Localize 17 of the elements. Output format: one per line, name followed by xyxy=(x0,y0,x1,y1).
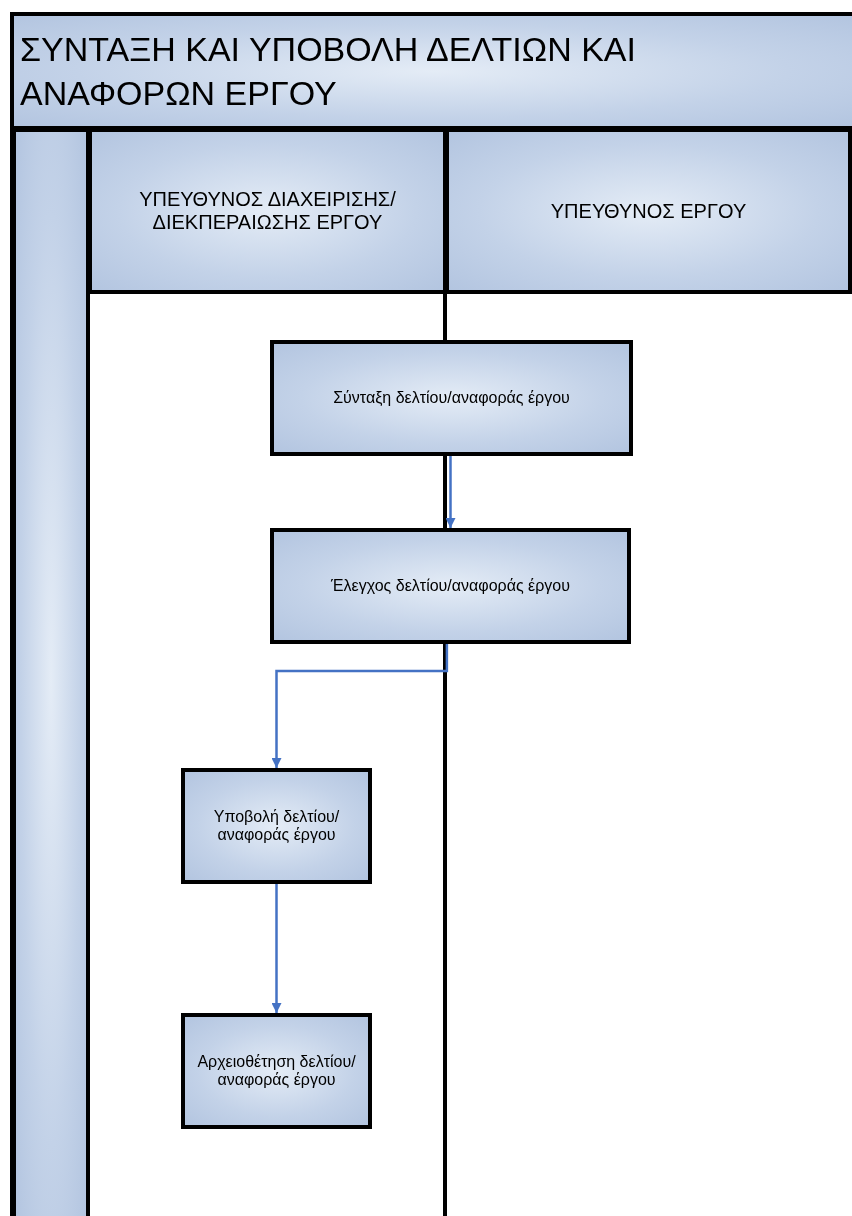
step-label: Έλεγχος δελτίου/αναφοράς έργου xyxy=(330,577,571,595)
lane-header xyxy=(445,128,852,294)
lane-title: ΥΠΕΥΘΥΝΟΣ ΔΙΑΧΕΙΡΙΣΗΣ/ ΔΙΕΚΠΕΡΑΙΩΣΗΣ ΕΡΓΟΥ xyxy=(138,188,397,234)
process-box xyxy=(181,768,372,884)
arrow xyxy=(271,884,282,1013)
arrow xyxy=(271,644,449,768)
process-box xyxy=(270,340,633,456)
process-box xyxy=(181,1013,372,1129)
step-label: Αρχειοθέτηση δελτίου/αναφοράς έργου xyxy=(196,1053,357,1089)
process-box xyxy=(270,528,631,644)
lane-label-bar xyxy=(12,128,90,1216)
lane-title: ΥΠΕΥΘΥΝΟΣ ΕΡΓΟΥ xyxy=(549,199,748,223)
arrow xyxy=(445,456,456,528)
step-label: Υποβολή δελτίου/ αναφοράς έργου xyxy=(212,808,341,844)
diagram-title: ΣΥΝΤΑΞΗ ΚΑΙ ΥΠΟΒΟΛΗ ΔΕΛΤΙΩΝ ΚΑΙ ΑΝΑΦΟΡΩΝ ΕΡΓΟΥ xyxy=(19,28,637,114)
step-label: Σύνταξη δελτίου/αναφοράς έργου xyxy=(332,389,571,407)
lane-header xyxy=(88,128,447,294)
